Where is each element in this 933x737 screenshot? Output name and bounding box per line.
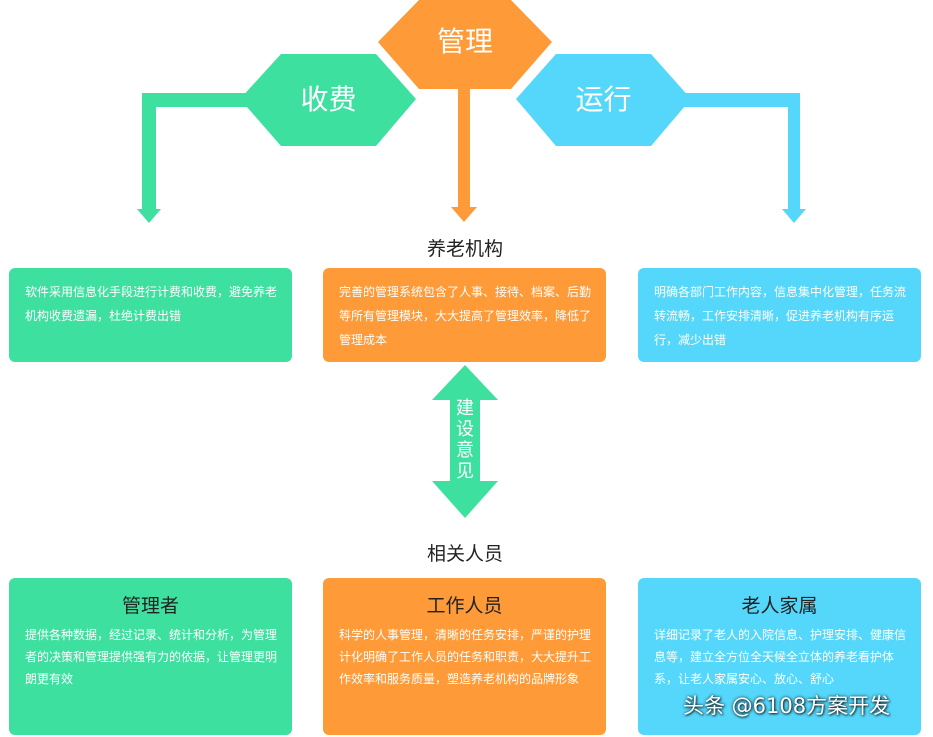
- operation-benefit-box: 明确各部门工作内容，信息集中化管理，任务流转流畅，工作安排清晰，促进养老机构有序…: [638, 268, 921, 362]
- billing-benefit-box: 软件采用信息化手段进行计费和收费，避免养老机构收费遗漏，杜绝计费出错: [9, 268, 292, 362]
- manager-card-title: 管理者: [121, 595, 179, 617]
- staff-card-text: 科学的人事管理，清晰的任务安排，严谨的护理计化明确了工作人员的任务和职责，大大提…: [339, 628, 592, 686]
- operation-hexagon: [516, 54, 691, 146]
- management-benefit-text: 完善的管理系统包含了人事、接待、档案、后勤等所有管理模块，大大提高了管理效率，降…: [339, 285, 592, 347]
- management-label: 管理: [436, 25, 493, 58]
- institution-title: 养老机构: [426, 238, 503, 260]
- management-benefit-box: 完善的管理系统包含了人事、接待、档案、后勤等所有管理模块，大大提高了管理效率，降…: [323, 268, 606, 362]
- management-connector-arrow: [451, 85, 477, 222]
- management-hexagon: [378, 0, 552, 89]
- manager-card: 管理者 提供各种数据，经过记录、统计和分析，为管理者的决策和管理提供强有力的依据…: [9, 578, 292, 735]
- billing-label: 收费: [300, 83, 357, 116]
- operation-benefit-text: 明确各部门工作内容，信息集中化管理，任务流转流畅，工作安排清晰，促进养老机构有序…: [654, 285, 907, 347]
- billing-hexagon: [240, 54, 416, 146]
- family-card-title: 老人家属: [741, 595, 818, 617]
- billing-connector-arrow: [137, 93, 262, 223]
- family-card-text: 详细记录了老人的入院信息、护理安排、健康信息等，建立全方位全天候全立体的养老看护…: [654, 628, 907, 686]
- operation-label: 运行: [575, 83, 632, 116]
- watermark-text: 头条 @6108方案开发: [683, 694, 891, 718]
- manager-card-text: 提供各种数据，经过记录、统计和分析，为管理者的决策和管理提供强有力的依据，让管理…: [25, 628, 278, 686]
- family-card: 老人家属 详细记录了老人的入院信息、护理安排、健康信息等，建立全方位全天候全立体…: [638, 578, 921, 735]
- staff-card-title: 工作人员: [426, 595, 503, 617]
- personnel-title: 相关人员: [426, 543, 503, 565]
- staff-card: 工作人员 科学的人事管理，清晰的任务安排，严谨的护理计化明确了工作人员的任务和职…: [323, 578, 606, 735]
- feedback-label: 建设意见: [456, 398, 474, 482]
- feedback-double-arrow: [432, 365, 498, 518]
- billing-benefit-text: 软件采用信息化手段进行计费和收费，避免养老机构收费遗漏，杜绝计费出错: [25, 285, 278, 323]
